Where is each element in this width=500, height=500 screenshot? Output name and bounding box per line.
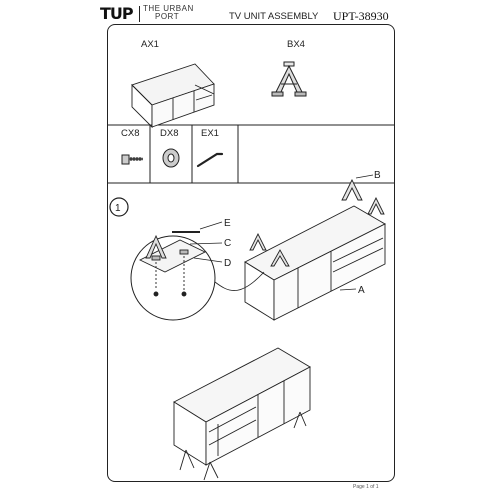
allen-key-part-drawing <box>196 152 224 168</box>
part-label-bx4: BX4 <box>287 39 305 50</box>
part-label-ex1: EX1 <box>201 128 219 139</box>
logo-line-2: PORT <box>155 12 180 21</box>
callout-b: B <box>374 170 381 181</box>
document-title: TV UNIT ASSEMBLY <box>229 11 319 22</box>
final-cabinet-drawing <box>173 347 311 481</box>
brand-logo-text: THE URBAN PORT <box>143 5 194 21</box>
callout-d: D <box>224 258 231 269</box>
callout-lines <box>189 174 374 291</box>
callout-c: C <box>224 238 231 249</box>
logo-divider <box>139 6 140 22</box>
callout-a: A <box>358 285 365 296</box>
logo-line-1: THE URBAN <box>143 4 194 13</box>
model-number: UPT-38930 <box>333 9 389 23</box>
step-number-circle <box>109 197 129 217</box>
cabinet-part-drawing <box>131 63 215 129</box>
part-label-ax1: AX1 <box>141 39 159 50</box>
washer-part-drawing <box>162 148 180 168</box>
detail-leader <box>214 271 265 291</box>
page-frame <box>107 24 395 482</box>
legs-on-assembly <box>249 178 385 267</box>
leg-part-drawing <box>271 61 307 97</box>
brand-logo-mark: TUP <box>100 4 134 23</box>
callout-e: E <box>224 218 231 229</box>
cabinet-assembly-drawing <box>244 205 386 321</box>
page-number: Page 1 of 1 <box>353 484 379 490</box>
part-label-dx8: DX8 <box>160 128 178 139</box>
step-number: 1 <box>115 203 121 214</box>
part-label-cx8: CX8 <box>121 128 139 139</box>
screw-part-drawing <box>121 154 143 165</box>
detail-leg-mount <box>138 231 207 297</box>
